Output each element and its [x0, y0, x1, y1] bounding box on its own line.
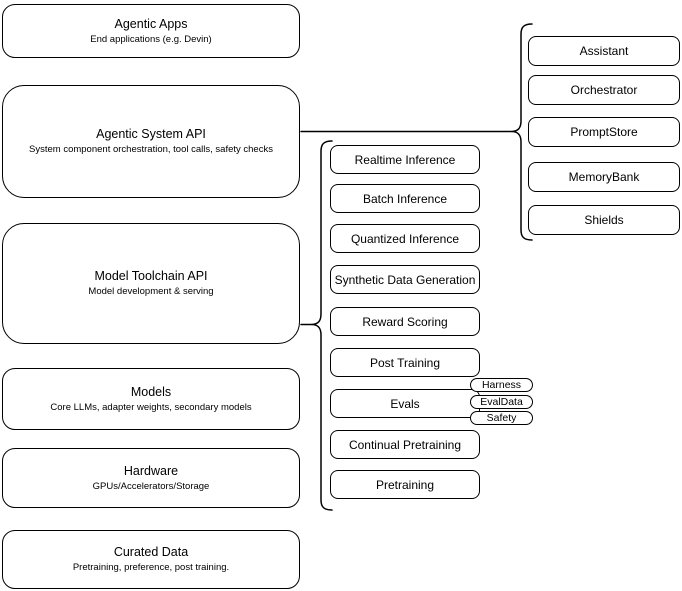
- node-label: Assistant: [579, 44, 629, 58]
- node-label: PromptStore: [570, 125, 638, 139]
- node-label: Synthetic Data Generation: [334, 272, 476, 287]
- node-label: Batch Inference: [362, 191, 448, 206]
- node-post-training: Post Training: [330, 348, 480, 377]
- tag-harness: Harness: [470, 378, 533, 392]
- node-realtime-inference: Realtime Inference: [330, 145, 480, 174]
- node-label: MemoryBank: [568, 170, 640, 184]
- node-label: Realtime Inference: [354, 152, 456, 167]
- node-shields: Shields: [528, 205, 680, 235]
- node-evals: Evals: [330, 389, 480, 418]
- node-subtitle: System component orchestration, tool cal…: [29, 144, 273, 156]
- tag-label: Safety: [486, 412, 517, 424]
- node-continual-pretraining: Continual Pretraining: [330, 430, 480, 459]
- node-title: Hardware: [123, 463, 179, 478]
- node-synthetic-data-generation: Synthetic Data Generation: [330, 265, 480, 294]
- node-subtitle: GPUs/Accelerators/Storage: [92, 480, 210, 492]
- node-hardware: Hardware GPUs/Accelerators/Storage: [2, 448, 300, 508]
- node-promptstore: PromptStore: [528, 117, 680, 147]
- brace-system-components: [511, 23, 533, 241]
- node-agentic-system-api: Agentic System API System component orch…: [2, 85, 300, 198]
- node-label: Pretraining: [375, 477, 435, 492]
- node-label: Evals: [390, 396, 420, 411]
- node-label: Continual Pretraining: [348, 437, 462, 452]
- tag-evaldata: EvalData: [470, 395, 533, 409]
- tag-label: EvalData: [480, 396, 523, 408]
- node-label: Shields: [584, 213, 624, 227]
- node-batch-inference: Batch Inference: [330, 184, 480, 213]
- node-subtitle: Pretraining, preference, post training.: [72, 562, 230, 574]
- node-title: Curated Data: [113, 545, 189, 560]
- node-label: Orchestrator: [570, 83, 638, 97]
- node-agentic-apps: Agentic Apps End applications (e.g. Devi…: [2, 4, 300, 58]
- node-model-toolchain-api: Model Toolchain API Model development & …: [2, 223, 300, 344]
- node-title: Agentic Apps: [114, 16, 188, 31]
- node-title: Model Toolchain API: [94, 269, 208, 284]
- node-title: Agentic System API: [96, 127, 206, 142]
- node-memorybank: MemoryBank: [528, 162, 680, 192]
- node-models: Models Core LLMs, adapter weights, secon…: [2, 368, 300, 430]
- node-subtitle: Core LLMs, adapter weights, secondary mo…: [50, 401, 252, 413]
- node-curated-data: Curated Data Pretraining, preference, po…: [2, 530, 300, 589]
- node-pretraining: Pretraining: [330, 470, 480, 499]
- brace-toolchain-components: [311, 140, 333, 511]
- node-reward-scoring: Reward Scoring: [330, 307, 480, 336]
- tag-safety: Safety: [470, 411, 533, 425]
- node-orchestrator: Orchestrator: [528, 75, 680, 105]
- node-label: Post Training: [369, 355, 441, 370]
- node-subtitle: Model development & serving: [88, 286, 214, 298]
- node-label: Quantized Inference: [350, 231, 460, 246]
- node-title: Models: [130, 384, 172, 399]
- node-label: Reward Scoring: [362, 314, 448, 329]
- node-assistant: Assistant: [528, 36, 680, 66]
- node-quantized-inference: Quantized Inference: [330, 224, 480, 253]
- node-subtitle: End applications (e.g. Devin): [90, 33, 212, 45]
- tag-label: Harness: [481, 379, 522, 391]
